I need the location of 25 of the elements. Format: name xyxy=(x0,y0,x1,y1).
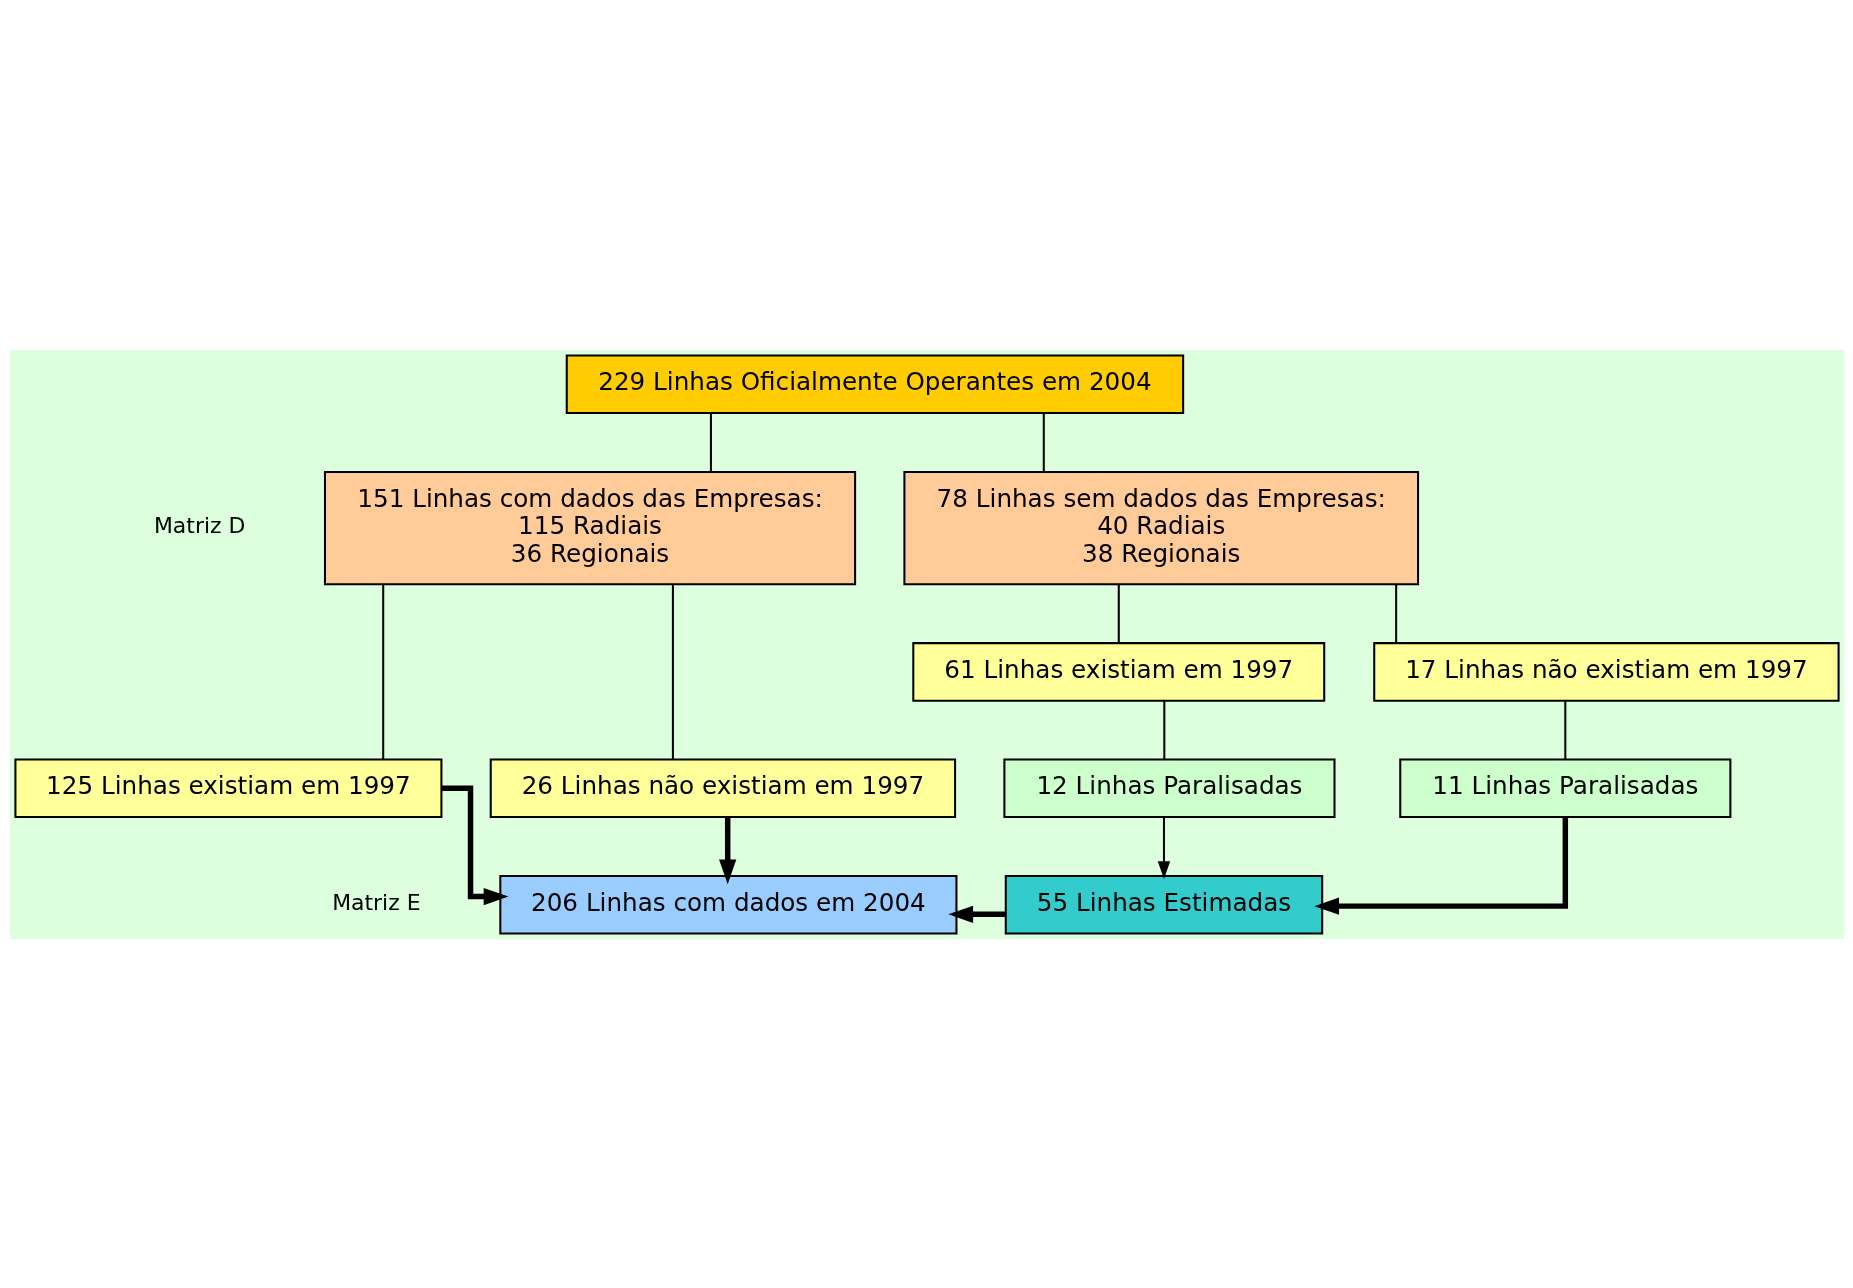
node-box: 125 Linhas existiam em 1997 xyxy=(13,758,442,818)
arrow xyxy=(1313,816,1568,915)
connector xyxy=(709,412,712,472)
node-box: 55 Linhas Estimadas xyxy=(1004,874,1323,935)
node-box: 206 Linhas com dados em 2004 xyxy=(498,874,957,935)
node-box: 61 Linhas existiam em 1997 xyxy=(911,641,1325,702)
node-box: 11 Linhas Paralisadas xyxy=(1398,758,1731,818)
node-box: 78 Linhas sem dados das Empresas: 40 Radiais 38 Regionais xyxy=(902,470,1419,585)
connector xyxy=(1394,584,1397,643)
arrow xyxy=(718,816,736,884)
node-box: 26 Linhas não existiam em 1997 xyxy=(489,758,956,818)
connector xyxy=(1162,700,1165,759)
connector xyxy=(381,584,384,759)
arrow xyxy=(1157,816,1170,879)
connector xyxy=(1563,700,1566,759)
node-box: 17 Linhas não existiam em 1997 xyxy=(1372,641,1840,702)
label: Matriz D xyxy=(153,512,245,538)
connector xyxy=(671,584,674,759)
node-box: 229 Linhas Oficialmente Operantes em 2004 xyxy=(565,353,1184,414)
node-box: 12 Linhas Paralisadas xyxy=(1002,758,1336,818)
connector xyxy=(1042,412,1045,472)
arrow xyxy=(947,905,1005,923)
node-box: 151 Linhas com dados das Empresas: 115 Radiais 36 Regionais xyxy=(323,470,856,585)
connector xyxy=(1117,584,1120,643)
label: Matriz E xyxy=(331,889,421,915)
